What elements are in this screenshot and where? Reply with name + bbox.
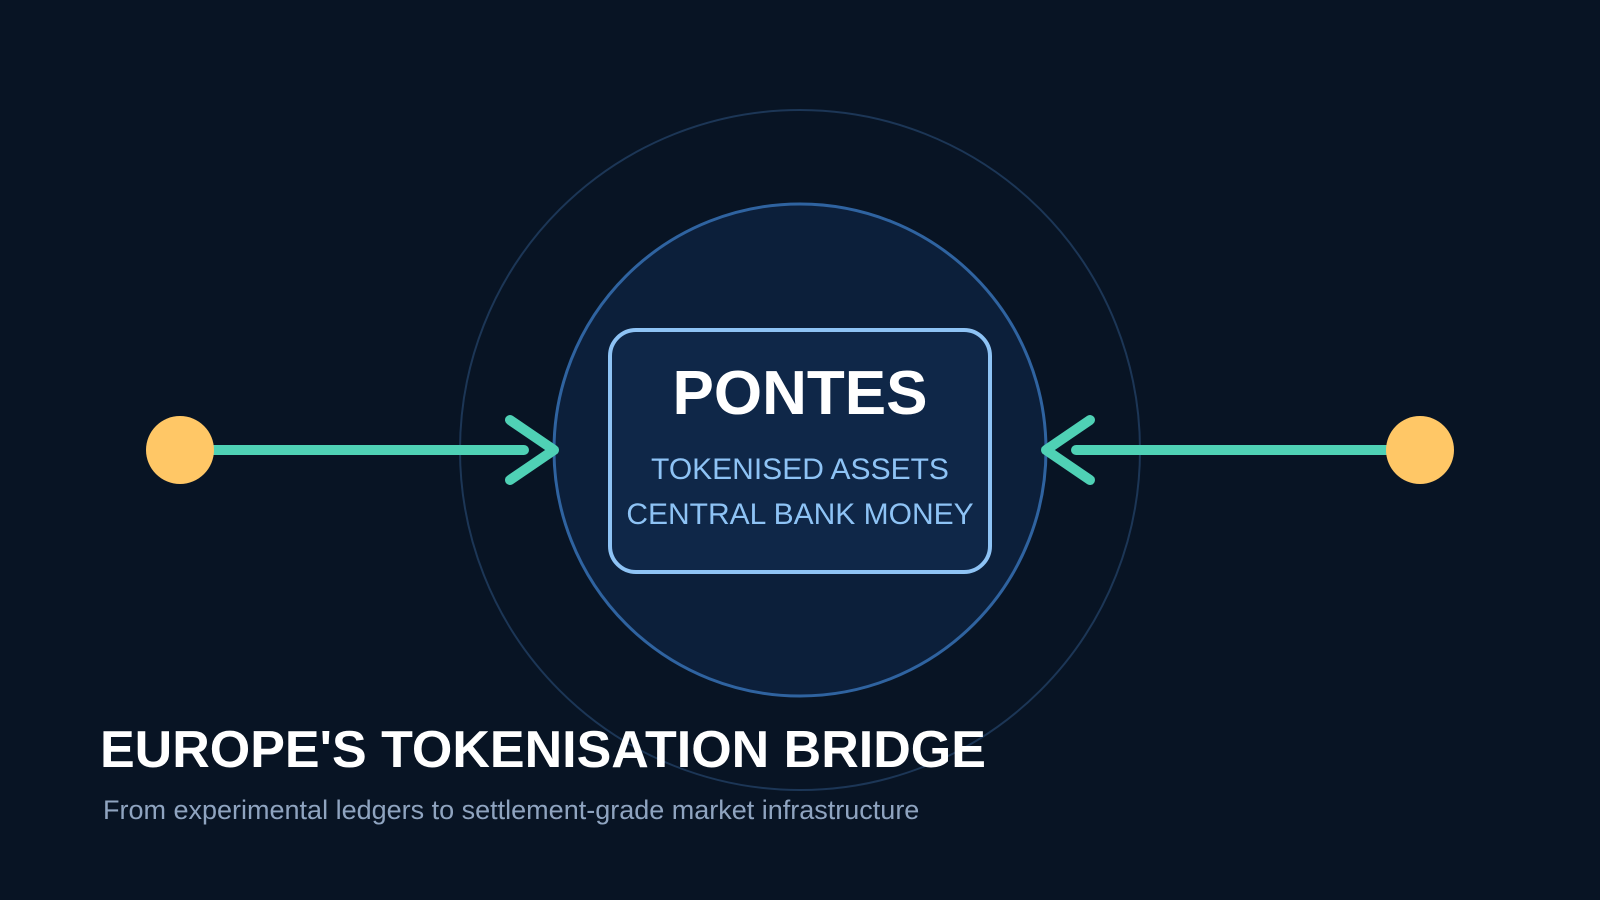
center-node-title: PONTES (673, 359, 928, 428)
page-subtitle: From experimental ledgers to settlement-… (103, 795, 920, 825)
center-node-line-2: CENTRAL BANK MONEY (626, 498, 973, 531)
center-node-box (608, 328, 992, 574)
right-endpoint (1386, 416, 1454, 484)
left-arrowhead-icon (505, 415, 559, 485)
right-arrowhead-icon (1041, 415, 1095, 485)
page-title: EUROPE'S TOKENISATION BRIDGE (100, 721, 986, 779)
center-node-line-1: TOKENISED ASSETS (651, 453, 949, 486)
left-endpoint (146, 416, 214, 484)
